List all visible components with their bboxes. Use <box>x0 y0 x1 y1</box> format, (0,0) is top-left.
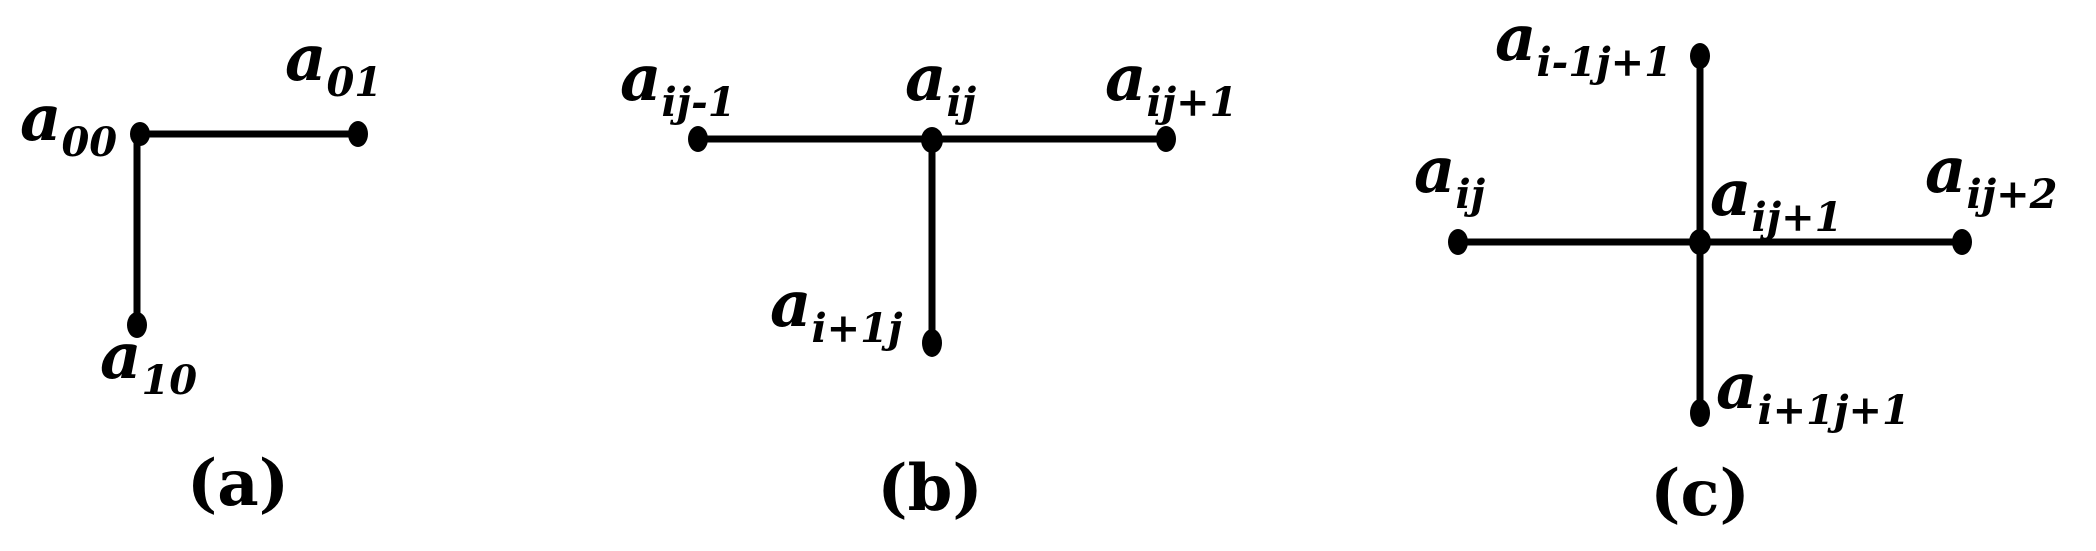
label-b-left: aij-1 <box>620 41 736 126</box>
node-c-bottom <box>1690 399 1710 427</box>
label-a00: a00 <box>20 81 117 166</box>
label-b-right: aij+1 <box>1105 41 1237 126</box>
node-c-right <box>1952 229 1972 255</box>
label-c-left: aij <box>1414 133 1486 218</box>
label-a10: a10 <box>100 319 197 404</box>
label-c-right: aij+2 <box>1925 133 2057 218</box>
panel-c: ai-1j+1 aij aij+1 aij+2 ai+1j+1 (c) <box>1414 1 2057 531</box>
node-b-bottom <box>922 329 942 357</box>
label-c-top: ai-1j+1 <box>1495 1 1672 86</box>
label-a01: a01 <box>285 21 382 106</box>
caption-a: (a) <box>187 446 289 521</box>
label-c-center: aij+1 <box>1710 156 1842 241</box>
node-b-right <box>1156 126 1176 152</box>
node-a10 <box>127 312 147 338</box>
label-b-bottom: ai+1j <box>770 267 903 352</box>
panel-b: aij-1 aij aij+1 ai+1j (b) <box>620 41 1237 526</box>
label-b-center: aij <box>905 41 977 126</box>
node-a00 <box>130 122 150 146</box>
node-c-top <box>1690 43 1710 69</box>
caption-b: (b) <box>877 451 982 526</box>
node-b-left <box>688 126 708 152</box>
node-a01 <box>348 121 368 147</box>
panel-a: a00 a01 a10 (a) <box>20 21 382 521</box>
node-b-center <box>921 127 943 153</box>
node-c-left <box>1448 229 1468 255</box>
node-c-center <box>1689 229 1711 255</box>
caption-c: (c) <box>1650 456 1750 531</box>
label-c-bottom: ai+1j+1 <box>1716 349 1910 434</box>
